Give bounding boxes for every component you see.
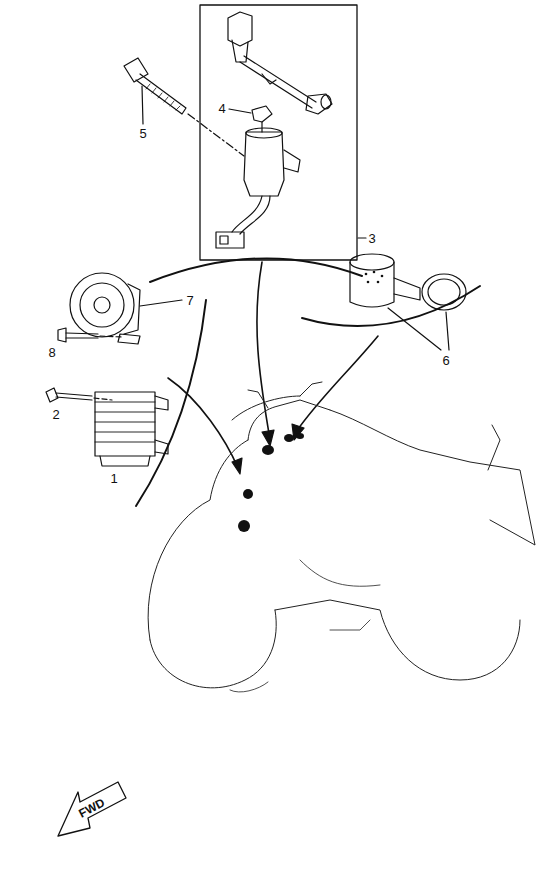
callout-number: 8 — [48, 346, 55, 359]
callout-number: 7 — [186, 294, 193, 307]
callout-number: 4 — [218, 102, 225, 115]
callout-number: 6 — [442, 354, 449, 367]
callout-number: 3 — [368, 232, 375, 245]
callout-number: 5 — [139, 127, 146, 140]
callout-number: 2 — [52, 408, 59, 421]
callout-number: 1 — [110, 472, 117, 485]
